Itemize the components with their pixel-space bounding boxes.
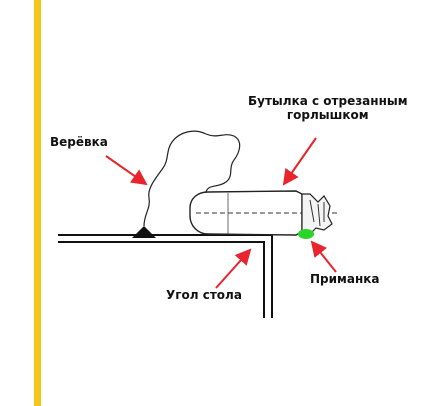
bait <box>298 229 314 239</box>
label-rope: Верёвка <box>50 135 108 149</box>
table <box>58 234 273 318</box>
label-bottle-line2: горлышком <box>286 108 369 122</box>
label-bottle-line1: Бутылка с отрезанным <box>248 94 408 108</box>
label-bottle: Бутылка с отрезанным горлышком <box>248 94 408 122</box>
arrow-bait <box>310 240 337 273</box>
rope-knot <box>132 226 156 238</box>
accent-bar <box>34 0 41 406</box>
label-bait: Приманка <box>310 272 380 286</box>
label-table-corner: Угол стола <box>166 288 242 302</box>
arrow-bottle <box>282 137 317 186</box>
arrow-table-corner <box>215 248 252 289</box>
diagram: Бутылка с отрезанным горлышком Верёвка У… <box>48 92 408 324</box>
diagram-canvas <box>58 130 338 318</box>
bottle <box>189 190 338 236</box>
arrow-rope <box>105 155 148 186</box>
